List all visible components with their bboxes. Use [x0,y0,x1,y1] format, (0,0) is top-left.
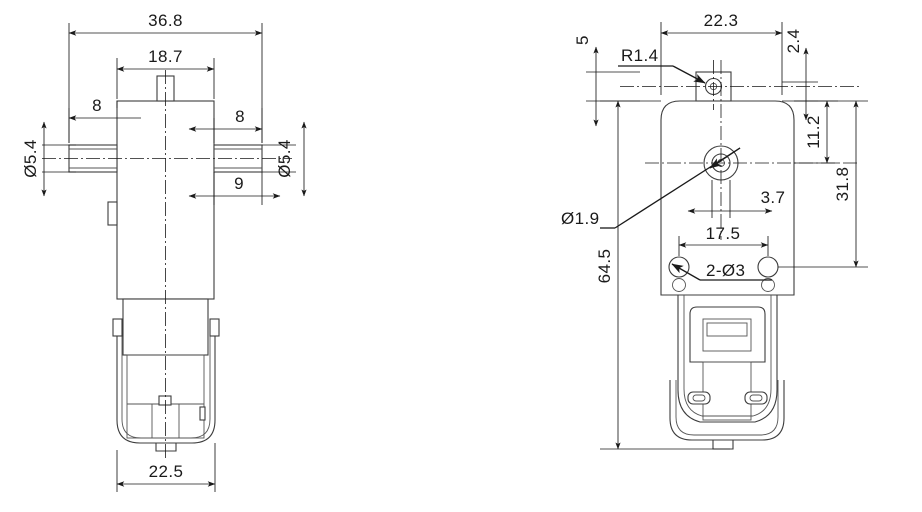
foot-clip-left [687,391,711,405]
left-view-geometry [42,70,292,460]
dimtext-dia54-left: Ø5.4 [21,139,40,177]
dimtext-9: 9 [234,174,244,193]
bracket-clip-left [112,318,123,337]
motor-body-outline [116,100,215,300]
dimtext-r14: R1.4 [621,46,659,65]
dimtext-body-height: 31.8 [833,167,852,202]
motor-can-body [126,354,205,439]
dimtext-top-offset: 2.4 [784,29,803,54]
left-view-dimensions: 36.8 18.7 8 8 Ø5.4 Ø5.4 [21,11,307,492]
bottom-bracket [669,380,785,441]
leader-dia19-arrow [709,147,741,169]
mounting-hole-left [668,256,690,278]
bottom-bracket-inner [675,380,779,436]
leader-2d3-arrow [671,263,701,281]
dimtext-8-right: 8 [235,107,245,126]
dimtext-body-width: 18.7 [148,47,183,66]
dimtext-hole-callout: 2-Ø3 [706,261,745,280]
motor-can-terminal [158,395,172,406]
motor-bracket-outline [116,319,216,444]
left-side-tab [107,201,118,226]
bracket-clip-right [209,318,220,337]
motor-can-notch [199,406,206,421]
mounting-hole-right [757,256,779,278]
mounting-boss-left [672,278,686,292]
motor-can-outline-right [677,295,778,423]
motor-bottom-nub [155,443,177,452]
dimtext-overall-width: 36.8 [148,11,183,30]
foot-clip-right-inner [749,394,763,402]
leader-r14-arrow [672,65,706,84]
dimtext-base-width: 22.5 [149,462,184,481]
dimtext-8-left: 8 [92,96,102,115]
dimtext-axle-dia: Ø1.9 [561,209,599,228]
connector-face [702,318,752,352]
connector-housing [689,306,766,363]
motor-can-inner-right [683,295,772,417]
foot-clip-right [744,391,768,405]
dimtext-overall-height: 64.5 [595,249,614,284]
bottom-nub-right [712,440,734,450]
connector-stem [702,361,752,421]
dimtext-dia54-right: Ø5.4 [275,139,294,177]
dimtext-boss-spacing: 3.7 [761,188,786,207]
dimtext-tab-width: 22.3 [704,11,739,30]
mounting-boss-right [761,278,775,292]
dimtext-tab-thickness: 5 [573,35,592,45]
foot-clip-left-inner [692,394,706,402]
connector-slot [706,322,748,337]
right-view-geometry [620,60,860,450]
right-view-dimensions: 22.3 5 R1.4 2.4 11.2 31.8 [561,11,868,450]
dimtext-axle-height: 11.2 [804,115,823,148]
dimtext-hole-spacing: 17.5 [706,224,741,243]
